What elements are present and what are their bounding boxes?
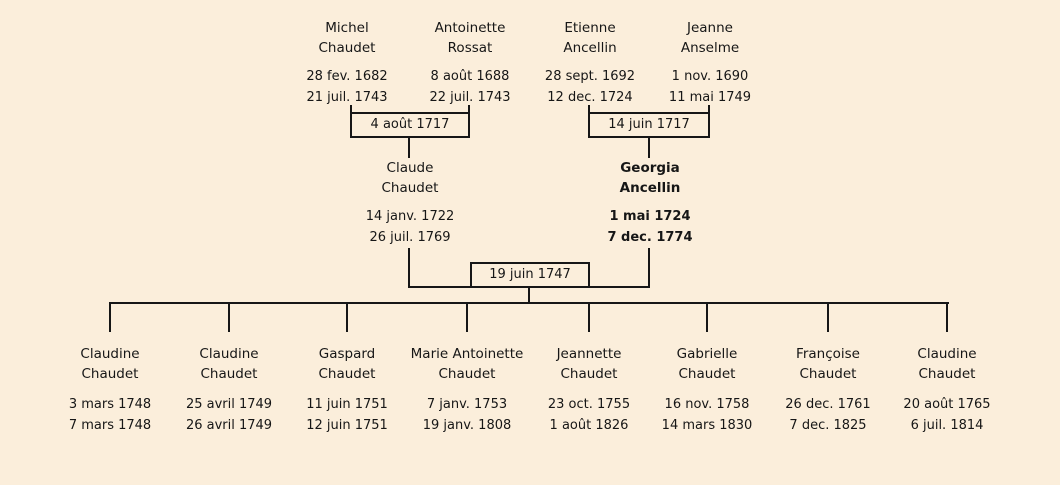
person-death-date: 19 janv. 1808	[422, 418, 512, 433]
person-death-date: 7 mars 1748	[68, 418, 152, 433]
sibling-line	[109, 302, 949, 304]
person-surname: Chaudet	[318, 366, 376, 382]
person-georgia-ancellin[interactable]: Georgia Ancellin 1 mai 1724 7 dec. 1774	[580, 158, 720, 248]
person-surname: Ancellin	[563, 40, 617, 56]
person-jeanne-anselme[interactable]: Jeanne Anselme 1 nov. 1690 11 mai 1749	[640, 18, 780, 108]
connector-child-7-drop	[827, 304, 829, 332]
person-given-name: Georgia	[620, 160, 680, 176]
person-birth-date: 20 août 1765	[903, 397, 991, 412]
connector-child-8-drop	[946, 304, 948, 332]
person-etienne-ancellin[interactable]: Etienne Ancellin 28 sept. 1692 12 dec. 1…	[520, 18, 660, 108]
person-death-date: 7 dec. 1774	[607, 230, 693, 245]
person-surname: Chaudet	[799, 366, 857, 382]
person-given-name: Claudine	[917, 346, 977, 362]
person-death-date: 21 juil. 1743	[306, 90, 388, 105]
person-child-marie-antoinette[interactable]: Marie Antoinette Chaudet 7 janv. 1753 19…	[397, 344, 537, 436]
person-child-jeannette[interactable]: Jeannette Chaudet 23 oct. 1755 1 août 18…	[519, 344, 659, 436]
connector-marriage2-to-georgia	[648, 138, 650, 158]
person-death-date: 12 juin 1751	[306, 418, 388, 433]
person-given-name: Marie Antoinette	[410, 346, 524, 362]
connector-marriage3-left	[408, 286, 472, 288]
person-death-date: 12 dec. 1724	[547, 90, 633, 105]
person-birth-date: 23 oct. 1755	[547, 397, 631, 412]
connector-child-4-drop	[466, 304, 468, 332]
marriage-box-chaudet-rossat[interactable]: 4 août 1717	[350, 112, 470, 138]
person-death-date: 11 mai 1749	[668, 90, 752, 105]
person-surname: Chaudet	[318, 40, 376, 56]
person-child-claudine-3[interactable]: Claudine Chaudet 20 août 1765 6 juil. 18…	[877, 344, 1017, 436]
person-surname: Chaudet	[81, 366, 139, 382]
person-surname: Chaudet	[918, 366, 976, 382]
person-birth-date: 26 dec. 1761	[785, 397, 871, 412]
person-death-date: 22 juil. 1743	[429, 90, 511, 105]
person-birth-date: 11 juin 1751	[306, 397, 388, 412]
person-given-name: Antoinette	[434, 20, 506, 36]
connector-grandparent-2-drop	[468, 105, 470, 114]
person-child-francoise[interactable]: Françoise Chaudet 26 dec. 1761 7 dec. 18…	[758, 344, 898, 436]
connector-marriage1-to-claude	[408, 138, 410, 158]
person-given-name: Claudine	[199, 346, 259, 362]
marriage-box-ancellin-anselme[interactable]: 14 juin 1717	[588, 112, 710, 138]
person-given-name: Gabrielle	[676, 346, 738, 362]
person-given-name: Michel	[325, 20, 369, 36]
person-michel-chaudet[interactable]: Michel Chaudet 28 fev. 1682 21 juil. 174…	[277, 18, 417, 108]
connector-grandparent-4-drop	[708, 105, 710, 114]
person-surname: Chaudet	[438, 366, 496, 382]
person-surname: Chaudet	[200, 366, 258, 382]
person-surname: Chaudet	[560, 366, 618, 382]
person-antoinette-rossat[interactable]: Antoinette Rossat 8 août 1688 22 juil. 1…	[400, 18, 540, 108]
connector-child-1-drop	[109, 304, 111, 332]
person-child-gaspard[interactable]: Gaspard Chaudet 11 juin 1751 12 juin 175…	[277, 344, 417, 436]
person-birth-date: 28 fev. 1682	[306, 69, 388, 84]
connector-marriage3-drop	[528, 288, 530, 304]
person-surname: Chaudet	[678, 366, 736, 382]
person-given-name: Jeannette	[556, 346, 622, 362]
connector-child-5-drop	[588, 304, 590, 332]
person-birth-date: 28 sept. 1692	[544, 69, 636, 84]
person-death-date: 7 dec. 1825	[789, 418, 867, 433]
connector-child-3-drop	[346, 304, 348, 332]
connector-georgia-drop	[648, 248, 650, 288]
person-death-date: 6 juil. 1814	[910, 418, 984, 433]
connector-grandparent-3-drop	[588, 105, 590, 114]
person-birth-date: 25 avril 1749	[185, 397, 273, 412]
person-given-name: Jeanne	[687, 20, 733, 36]
person-birth-date: 1 mai 1724	[609, 209, 691, 224]
connector-claude-drop	[408, 248, 410, 288]
person-surname: Chaudet	[381, 180, 439, 196]
person-death-date: 1 août 1826	[549, 418, 629, 433]
person-death-date: 26 juil. 1769	[369, 230, 451, 245]
person-birth-date: 7 janv. 1753	[426, 397, 508, 412]
connector-child-6-drop	[706, 304, 708, 332]
person-surname: Rossat	[447, 40, 493, 56]
marriage-box-claude-georgia[interactable]: 19 juin 1747	[470, 262, 590, 288]
person-birth-date: 14 janv. 1722	[365, 209, 455, 224]
connector-marriage3-right	[588, 286, 650, 288]
person-given-name: Gaspard	[318, 346, 376, 362]
person-birth-date: 3 mars 1748	[68, 397, 152, 412]
person-given-name: Françoise	[796, 346, 860, 362]
person-surname: Anselme	[680, 40, 740, 56]
person-surname: Ancellin	[619, 180, 681, 196]
connector-grandparent-1-drop	[350, 105, 352, 114]
person-child-gabrielle[interactable]: Gabrielle Chaudet 16 nov. 1758 14 mars 1…	[637, 344, 777, 436]
person-given-name: Etienne	[564, 20, 616, 36]
person-death-date: 26 avril 1749	[185, 418, 273, 433]
person-child-claudine-2[interactable]: Claudine Chaudet 25 avril 1749 26 avril …	[159, 344, 299, 436]
person-birth-date: 1 nov. 1690	[671, 69, 749, 84]
person-given-name: Claude	[386, 160, 434, 176]
person-birth-date: 8 août 1688	[430, 69, 510, 84]
person-child-claudine-1[interactable]: Claudine Chaudet 3 mars 1748 7 mars 1748	[40, 344, 180, 436]
person-birth-date: 16 nov. 1758	[664, 397, 750, 412]
person-claude-chaudet[interactable]: Claude Chaudet 14 janv. 1722 26 juil. 17…	[340, 158, 480, 248]
person-given-name: Claudine	[80, 346, 140, 362]
connector-child-2-drop	[228, 304, 230, 332]
person-death-date: 14 mars 1830	[661, 418, 753, 433]
